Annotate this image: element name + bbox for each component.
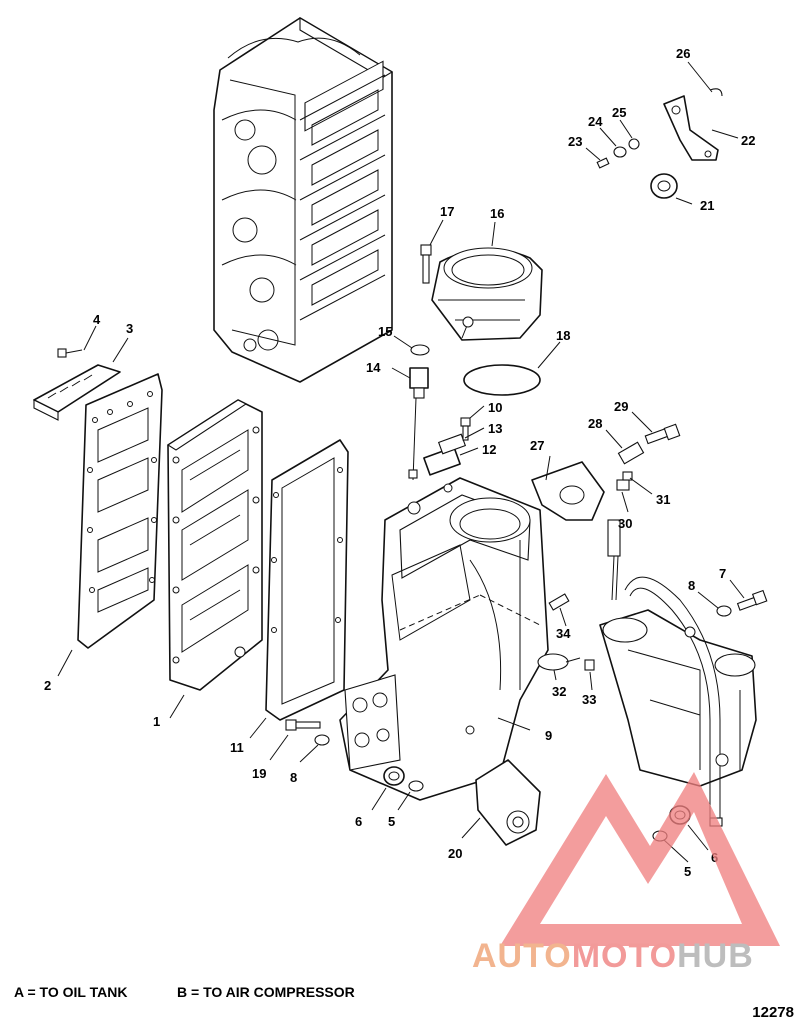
callout-20: 20 bbox=[448, 846, 462, 861]
washer-8-left bbox=[314, 734, 330, 746]
callout-23: 23 bbox=[568, 134, 582, 149]
callout-15: 15 bbox=[378, 324, 392, 339]
callout-12: 12 bbox=[482, 442, 496, 457]
watermark-logo bbox=[500, 772, 780, 946]
intake-plenum bbox=[339, 477, 549, 801]
washer-5-center bbox=[408, 780, 424, 792]
o-ring-18 bbox=[463, 364, 541, 396]
fitting-28 bbox=[617, 441, 645, 465]
screw-10 bbox=[460, 417, 471, 441]
throttle-position-sensor bbox=[475, 759, 541, 846]
callout-27: 27 bbox=[530, 438, 544, 453]
screw-23 bbox=[596, 157, 610, 169]
callout-4: 4 bbox=[93, 312, 101, 327]
plenum-gasket bbox=[265, 439, 349, 721]
linkage-arm-22 bbox=[663, 95, 719, 161]
reed-gasket bbox=[77, 373, 163, 649]
callout-30: 30 bbox=[618, 516, 632, 531]
callout-13: 13 bbox=[488, 421, 502, 436]
callout-5-center: 5 bbox=[388, 814, 395, 829]
callout-32: 32 bbox=[552, 684, 566, 699]
callout-16: 16 bbox=[490, 206, 504, 221]
callout-1: 1 bbox=[153, 714, 160, 729]
watermark-hub: HUB bbox=[677, 937, 754, 975]
screw-17 bbox=[420, 244, 432, 284]
callout-34: 34 bbox=[556, 626, 571, 641]
callout-labels: 1 2 3 4 5 5 6 6 7 8 8 9 10 11 12 13 14 1… bbox=[44, 46, 755, 879]
watermark-text: AUTOMOTOHUB bbox=[472, 937, 754, 976]
callout-22: 22 bbox=[741, 133, 755, 148]
screw-33 bbox=[584, 659, 595, 671]
watermark-auto: AUTO bbox=[472, 937, 572, 975]
callout-33: 33 bbox=[582, 692, 596, 707]
callout-31: 31 bbox=[656, 492, 670, 507]
leader-lines bbox=[57, 61, 745, 863]
legend-air-compressor: B = TO AIR COMPRESSOR bbox=[177, 984, 355, 1000]
screw-4 bbox=[57, 348, 83, 358]
grommet-6-center bbox=[383, 766, 405, 786]
washer-25 bbox=[628, 138, 640, 150]
callout-6-center: 6 bbox=[355, 814, 362, 829]
callout-11: 11 bbox=[230, 740, 244, 755]
bracket-27 bbox=[531, 461, 605, 521]
callout-14: 14 bbox=[366, 360, 381, 375]
reference-number: 12278 bbox=[752, 1004, 794, 1021]
screw-19 bbox=[285, 719, 321, 731]
crankcase-block bbox=[213, 17, 394, 383]
washer-24 bbox=[613, 146, 627, 158]
callout-9: 9 bbox=[545, 728, 552, 743]
clip-26 bbox=[709, 88, 723, 97]
roller-21 bbox=[650, 173, 678, 199]
callout-2: 2 bbox=[44, 678, 51, 693]
callout-24: 24 bbox=[588, 114, 603, 129]
sensor-14 bbox=[408, 367, 429, 481]
o-ring-15 bbox=[410, 344, 430, 356]
callout-21: 21 bbox=[700, 198, 714, 213]
washer-8-right bbox=[716, 605, 732, 617]
callout-19: 19 bbox=[252, 766, 266, 781]
screw-7 bbox=[736, 589, 768, 611]
screw-29 bbox=[644, 423, 681, 445]
callout-5-right: 5 bbox=[684, 864, 691, 879]
callout-17: 17 bbox=[440, 204, 454, 219]
callout-29: 29 bbox=[614, 399, 628, 414]
throttle-body bbox=[431, 247, 543, 341]
hose-32 bbox=[537, 653, 581, 671]
legend-oil-tank: A = TO OIL TANK bbox=[14, 984, 128, 1000]
callout-25: 25 bbox=[612, 105, 626, 120]
callout-8-right: 8 bbox=[688, 578, 695, 593]
reed-block bbox=[166, 399, 263, 691]
sensor-12 bbox=[423, 433, 467, 476]
callout-8-left: 8 bbox=[290, 770, 297, 785]
callout-7: 7 bbox=[719, 566, 726, 581]
callout-18: 18 bbox=[556, 328, 570, 343]
callout-28: 28 bbox=[588, 416, 602, 431]
callout-26: 26 bbox=[676, 46, 690, 61]
fuel-pump-assembly bbox=[599, 519, 757, 827]
fitting-30-31 bbox=[616, 471, 633, 491]
reed-valve bbox=[33, 364, 121, 421]
callout-10: 10 bbox=[488, 400, 502, 415]
watermark-moto: MOTO bbox=[571, 937, 678, 975]
callout-3: 3 bbox=[126, 321, 133, 336]
fitting-34 bbox=[548, 593, 570, 611]
